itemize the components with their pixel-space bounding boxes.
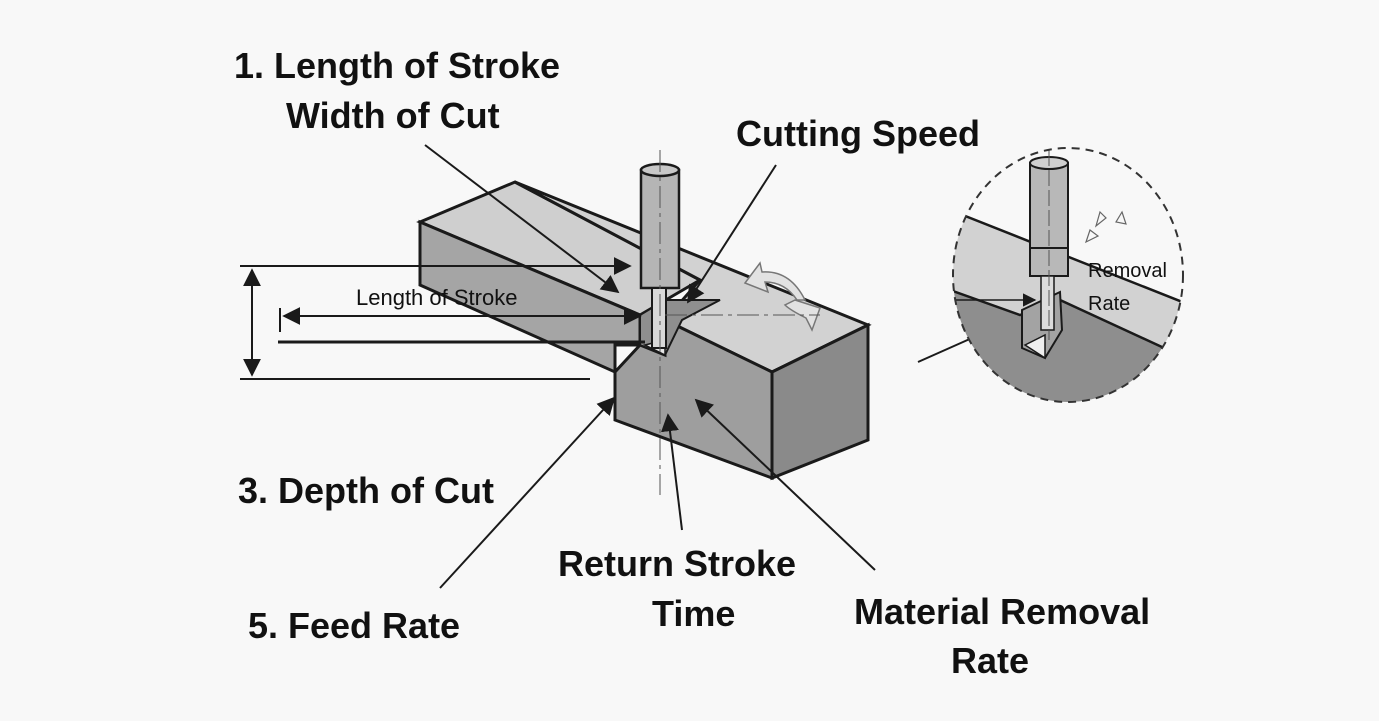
label-length-of-stroke: 1. Length of Stroke [234, 45, 560, 86]
leader-mrr [694, 398, 876, 571]
leader-feed-rate [439, 396, 616, 589]
label-feed-rate: 5. Feed Rate [248, 605, 460, 646]
length-of-stroke-dimension-label: Length of Stroke [356, 285, 517, 310]
workpiece-side-face [770, 322, 870, 481]
inset-label-rate: Rate [1088, 293, 1130, 315]
label-depth-of-cut: 3. Depth of Cut [238, 470, 494, 511]
leader-inset [917, 337, 973, 363]
label-cutting-speed: Cutting Speed [736, 113, 980, 154]
inset-label-removal: Removal [1088, 260, 1167, 282]
label-material-removal: Material Removal [854, 591, 1150, 632]
label-material-removal-rate: Rate [951, 640, 1029, 681]
label-return-stroke: Return Stroke [558, 543, 796, 584]
label-width-of-cut: Width of Cut [286, 95, 500, 136]
tool-bit [651, 287, 667, 349]
inset-dashed-border [952, 147, 1184, 403]
label-return-stroke-time: Time [652, 593, 735, 634]
leader-return-stroke [661, 413, 683, 531]
inset-magnified-view: Removal Rate [952, 147, 1184, 403]
leader-width-of-cut [424, 144, 620, 294]
dimension-lines [240, 257, 645, 380]
leader-cutting-speed [687, 164, 777, 304]
leader-lines [424, 144, 973, 589]
chip-particles-icon [1084, 210, 1127, 244]
cutting-tool [639, 150, 681, 495]
